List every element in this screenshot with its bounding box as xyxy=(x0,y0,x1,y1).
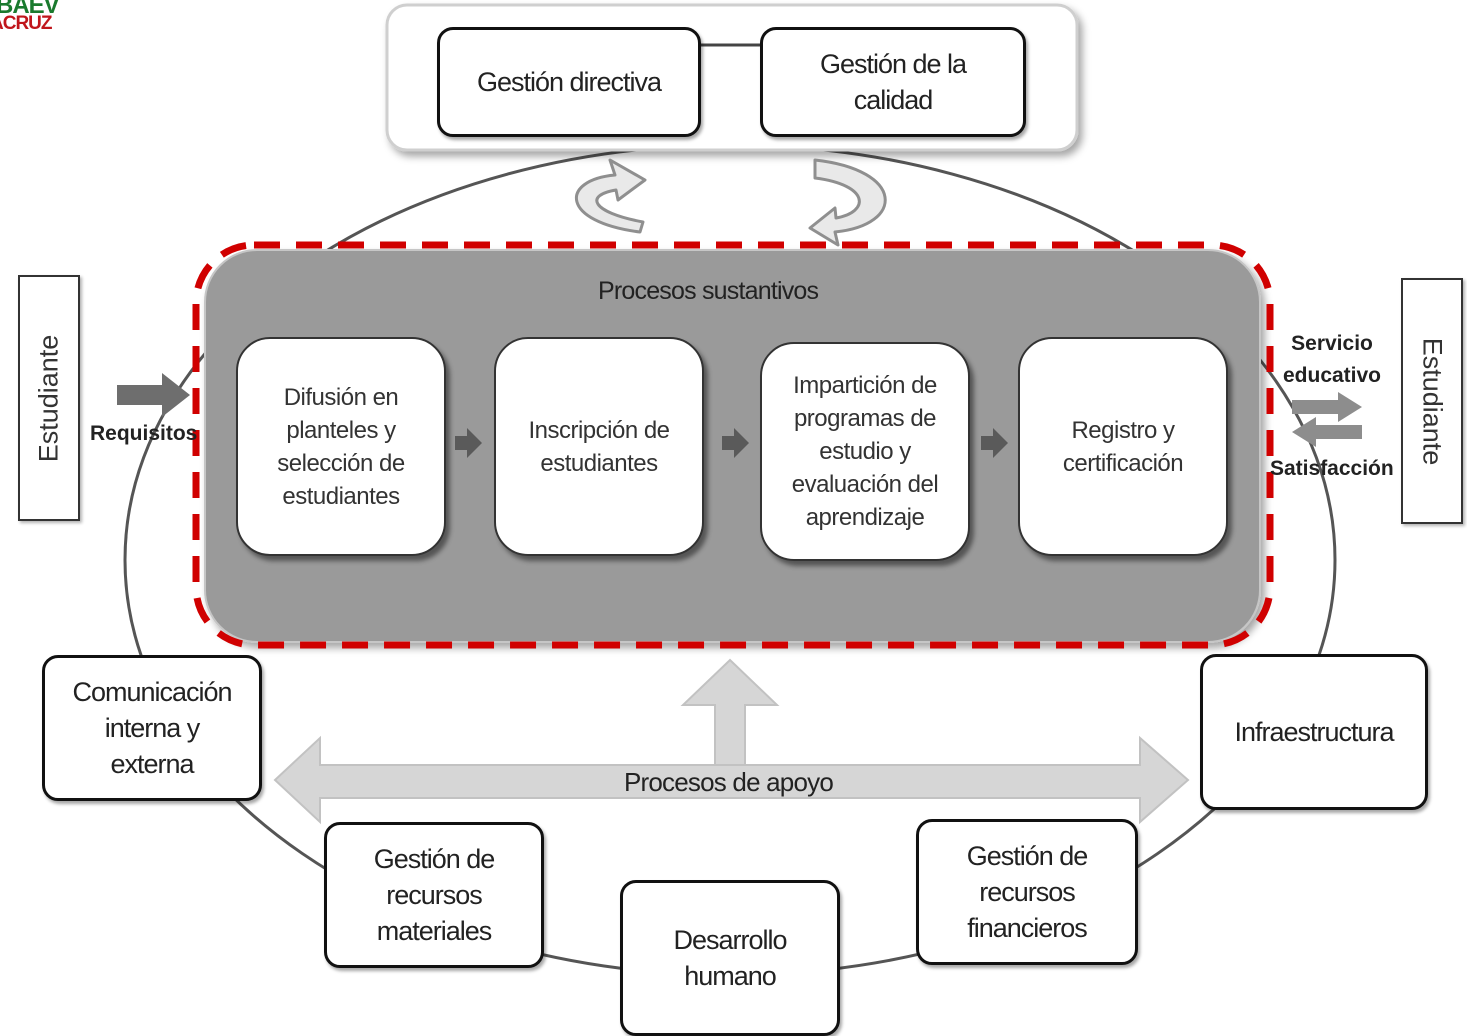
step-registro-label: Registro y certificación xyxy=(1062,416,1184,477)
sustantivos-title: Procesos sustantivos xyxy=(598,277,819,305)
infraestructura-box: Infraestructura xyxy=(1200,654,1428,810)
logo: BAEV ACRUZ xyxy=(0,0,70,36)
recursos-financieros-box: Gestión de recursos financieros xyxy=(916,819,1138,965)
gestion-calidad-label: Gestión de la calidad xyxy=(819,49,967,115)
cycle-arrow-right xyxy=(808,158,887,247)
gestion-directiva-box: Gestión directiva xyxy=(437,27,701,137)
servicio-arrow-shape xyxy=(1292,392,1362,422)
step-inscripcion: Inscripción de estudiantes xyxy=(494,337,704,556)
satisfaccion-label: Satisfacción xyxy=(1270,457,1394,480)
recursos-financieros-label: Gestión de recursos financieros xyxy=(966,841,1089,943)
sustantivos-dashed-border xyxy=(192,241,1274,649)
estudiante-right-box: Estudiante xyxy=(1401,278,1463,524)
logo-line1: BAEV xyxy=(0,0,60,19)
procesos-apoyo-label: Procesos de apoyo xyxy=(624,767,834,797)
requisitos-arrow-shape xyxy=(117,373,190,417)
requisitos-label: Requisitos xyxy=(90,422,198,445)
infraestructura-label: Infraestructura xyxy=(1234,717,1394,747)
estudiante-left-label: Estudiante xyxy=(33,334,64,462)
recursos-materiales-box: Gestión de recursos materiales xyxy=(324,822,544,968)
flow-arrows xyxy=(455,428,1008,458)
step-imparticion-label: Impartición de programas de estudio y ev… xyxy=(791,372,939,531)
step-difusion-label: Difusión en planteles y selección de est… xyxy=(277,383,405,510)
cycle-arrow-left xyxy=(575,158,647,234)
gestion-directiva-label: Gestión directiva xyxy=(476,67,662,97)
desarrollo-humano-box: Desarrollo humano xyxy=(620,880,840,1036)
logo-line2: ACRUZ xyxy=(0,13,52,34)
desarrollo-humano-label: Desarrollo humano xyxy=(673,925,787,991)
step-imparticion: Impartición de programas de estudio y ev… xyxy=(760,342,970,561)
step-difusion: Difusión en planteles y selección de est… xyxy=(236,337,446,556)
estudiante-left-box: Estudiante xyxy=(18,275,80,521)
servicio-educativo-label: Servicio educativo xyxy=(1282,332,1382,387)
comunicacion-box: Comunicación interna y externa xyxy=(42,655,262,801)
apoyo-arrows xyxy=(273,658,1190,825)
recursos-materiales-label: Gestión de recursos materiales xyxy=(373,844,496,946)
gestion-calidad-box: Gestión de la calidad xyxy=(760,27,1026,137)
step-inscripcion-label: Inscripción de estudiantes xyxy=(528,416,670,477)
comunicacion-label: Comunicación interna y externa xyxy=(72,677,232,779)
step-registro: Registro y certificación xyxy=(1018,337,1228,556)
satisfaccion-arrow-shape xyxy=(1292,417,1362,447)
estudiante-right-label: Estudiante xyxy=(1417,337,1448,465)
